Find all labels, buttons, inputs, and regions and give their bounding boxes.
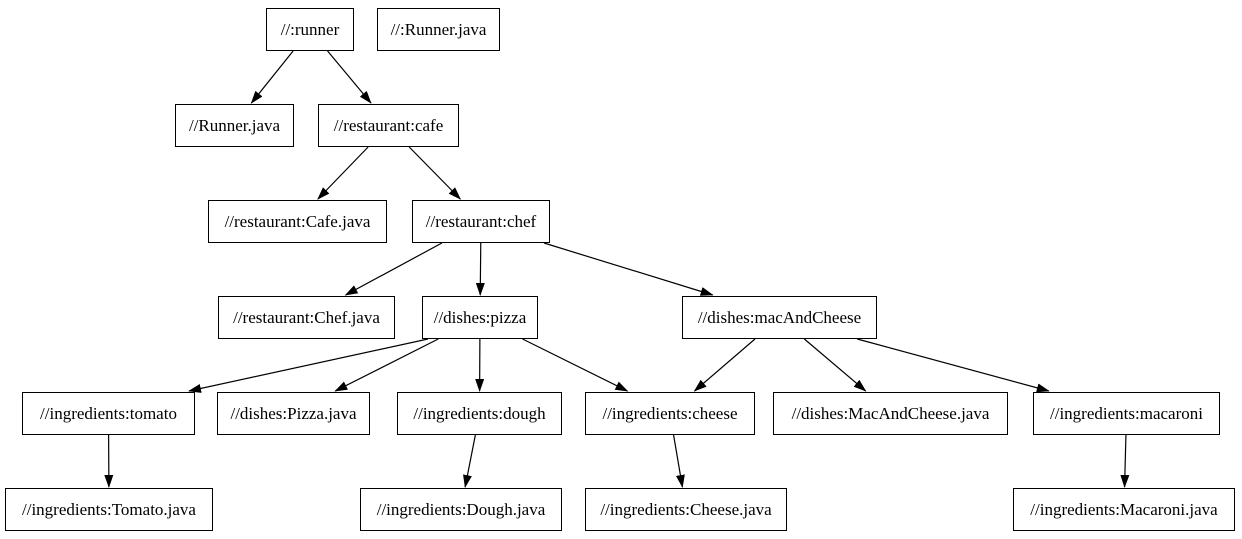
edge-dishes-macandcheese--ingredients-macaroni	[857, 338, 1050, 393]
edge-ingredients-dough--ingredients-dough-java	[463, 434, 476, 488]
edge-dishes-pizza--ingredients-cheese	[522, 338, 629, 392]
graph-node-dishes-pizza-java: //dishes:Pizza.java	[217, 392, 370, 435]
edge-ingredients-macaroni--ingredients-macaroni-java	[1120, 434, 1130, 488]
edge-runner--restaurant-cafe	[327, 50, 372, 104]
graph-node-ingredients-macaroni-java: //ingredients:Macaroni.java	[1013, 488, 1235, 531]
graph-node-ingredients-dough: //ingredients:dough	[397, 392, 562, 435]
edge-dishes-pizza--ingredients-tomato	[188, 338, 429, 393]
graph-node-ingredients-cheese-java: //ingredients:Cheese.java	[585, 488, 787, 531]
graph-node-ingredients-tomato: //ingredients:tomato	[22, 392, 195, 435]
graph-node-slash-runner-java: //Runner.java	[175, 104, 294, 147]
edge-restaurant-chef--dishes-macandcheese	[543, 242, 714, 296]
graph-node-dishes-macandcheese-java: //dishes:MacAndCheese.java	[773, 392, 1008, 435]
edge-restaurant-cafe--restaurant-chef	[408, 146, 461, 200]
graph-node-ingredients-cheese: //ingredients:cheese	[585, 392, 755, 435]
edge-dishes-macandcheese--ingredients-cheese	[693, 338, 756, 392]
graph-node-restaurant-cafe: //restaurant:cafe	[318, 104, 459, 147]
graph-node-restaurant-chef-java: //restaurant:Chef.java	[218, 296, 395, 339]
graph-node-dishes-macandcheese: //dishes:macAndCheese	[682, 296, 877, 339]
graph-node-restaurant-chef: //restaurant:chef	[412, 200, 550, 243]
graph-node-ingredients-dough-java: //ingredients:Dough.java	[360, 488, 562, 531]
graph-node-dishes-pizza: //dishes:pizza	[422, 296, 538, 339]
edge-restaurant-chef--dishes-pizza	[475, 242, 485, 296]
graph-node-runner-java-root: //:Runner.java	[377, 8, 500, 51]
edge-restaurant-chef--restaurant-chef-java	[344, 242, 443, 296]
edge-ingredients-cheese--ingredients-cheese-java	[672, 434, 685, 488]
edge-dishes-pizza--dishes-pizza-java	[334, 338, 439, 392]
edge-runner--slash-runner-java	[250, 50, 294, 104]
edge-restaurant-cafe--restaurant-cafe-java	[317, 146, 369, 200]
edge-dishes-macandcheese--dishes-macandcheese-java	[803, 338, 867, 392]
graph-node-runner: //:runner	[266, 8, 354, 51]
graph-node-ingredients-tomato-java: //ingredients:Tomato.java	[5, 488, 213, 531]
graph-node-ingredients-macaroni: //ingredients:macaroni	[1033, 392, 1220, 435]
graph-node-restaurant-cafe-java: //restaurant:Cafe.java	[208, 200, 387, 243]
